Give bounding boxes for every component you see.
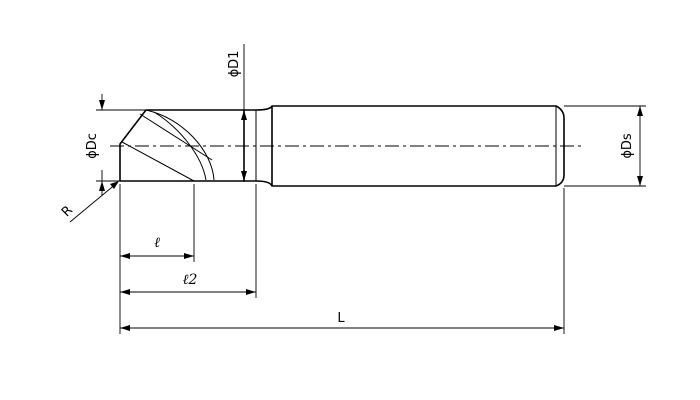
cutting-edge-line-2 [139, 113, 213, 161]
cutting-edge-line [121, 141, 195, 182]
dimension-dc: ϕDc [85, 94, 146, 196]
dimension-l: ℓ [120, 235, 194, 259]
dc-label: ϕDc [85, 133, 100, 159]
ds-label: ϕDs [620, 133, 635, 159]
d1-label: ϕD1 [227, 51, 242, 78]
dimension-d1: ϕD1 [227, 44, 247, 182]
l-label: ℓ [154, 235, 160, 251]
flute-curve-upper [145, 109, 215, 181]
r-label: R [59, 203, 76, 220]
l2-label: ℓ2 [183, 272, 198, 288]
dimension-ds: ϕDs [564, 105, 646, 187]
overall-length-label: L [337, 311, 345, 326]
dimension-r: R [59, 181, 119, 223]
flute-curve-lower [153, 111, 207, 181]
shank-outline [271, 105, 565, 187]
dimension-overall-l: L [120, 311, 564, 331]
tool-body [110, 105, 585, 187]
dimension-l2: ℓ2 [120, 272, 256, 295]
cutting-head-outline [119, 109, 245, 182]
